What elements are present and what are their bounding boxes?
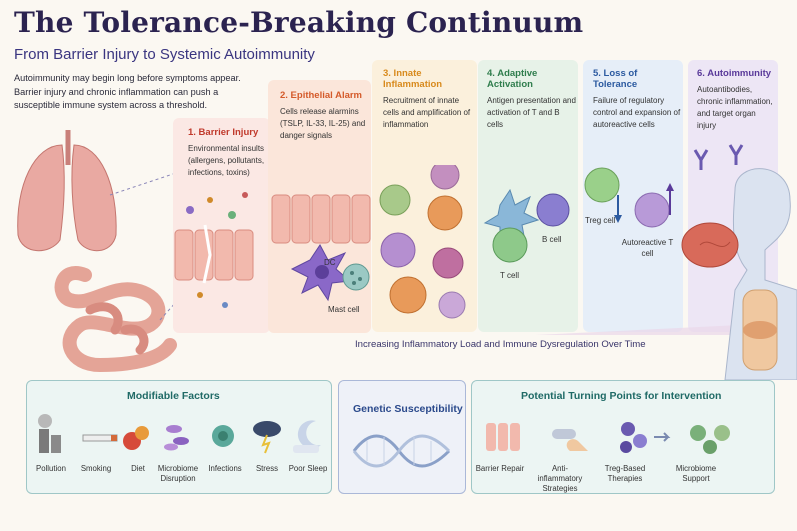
t-cell-label: T cell xyxy=(500,271,519,280)
page-title: The Tolerance-Breaking Continuum xyxy=(14,6,584,39)
antigen-presenting-cell-icon xyxy=(483,188,540,245)
stage-heading: 3. Innate Inflammation xyxy=(383,68,443,90)
stage-4: 4. Adaptive Activation Antigen presentat… xyxy=(487,68,577,131)
stage-heading: 4. Adaptive Activation xyxy=(487,68,538,90)
genetic-susceptibility-title: Genetic Susceptibility xyxy=(353,403,463,415)
b-cell-icon xyxy=(536,193,570,227)
intervention-label: Barrier Repair xyxy=(475,464,525,473)
intro-text: Autoimmunity may begin long before sympt… xyxy=(14,73,241,110)
genetic-susceptibility-box: Genetic Susceptibility xyxy=(338,380,466,494)
autoantibody-icon xyxy=(693,144,744,170)
poor-sleep-icon xyxy=(293,420,321,453)
lungs-icon xyxy=(17,130,117,252)
epithelium-alarm-icon xyxy=(271,194,371,244)
b-cell-label: B cell xyxy=(542,235,562,244)
intervention-label: Anti-inflammatory Strategies xyxy=(537,464,583,493)
factor-label: Diet xyxy=(131,464,145,473)
stage-description: Environmental insults (allergens, pollut… xyxy=(188,144,265,177)
factor-label: Stress xyxy=(255,464,279,473)
innate-cells-icon xyxy=(379,165,466,319)
stage-5: 5. Loss of Tolerance Failure of regulato… xyxy=(593,68,681,131)
autoreactive-t-cell-icon xyxy=(634,192,670,228)
anti-inflammatory-icon xyxy=(552,429,588,451)
treg-cell-label: Treg cell xyxy=(585,216,616,225)
treg-therapy-icon xyxy=(620,422,671,453)
pollution-icon xyxy=(38,414,61,453)
stage-panel-1 xyxy=(173,118,270,333)
stage-heading: 2. Epithelial Alarm xyxy=(280,90,363,101)
intervention-label: Microbiome Support xyxy=(675,464,717,483)
microbiome-icon xyxy=(164,425,189,451)
factor-label: Poor Sleep xyxy=(288,464,328,473)
autoreactive-cell-label: Autoreactive T cell xyxy=(621,238,674,258)
stage-3: 3. Innate Inflammation Recruitment of in… xyxy=(383,68,475,131)
intervention-title: Potential Turning Points for Interventio… xyxy=(521,390,722,402)
stage-description: Autoantibodies, chronic inflammation, an… xyxy=(697,85,773,130)
factor-label: Infections xyxy=(208,464,242,473)
stage-heading: 1. Barrier Injury xyxy=(188,127,259,138)
stage-6: 6. Autoimmunity Autoantibodies, chronic … xyxy=(697,68,777,132)
stage-description: Cells release alarmins (TSLP, IL-33, IL-… xyxy=(280,107,366,140)
stage-heading: 5. Loss of Tolerance xyxy=(593,68,638,90)
stage-1: 1. Barrier Injury Environmental insults … xyxy=(188,127,268,179)
intervention-icons xyxy=(486,422,730,454)
t-cell-icon xyxy=(492,227,528,263)
stress-icon xyxy=(253,421,281,454)
modifiable-icons xyxy=(38,414,321,454)
factor-label: Pollution xyxy=(36,464,66,473)
mast-cell-icon xyxy=(342,263,370,291)
mast-cell-label: Mast cell xyxy=(328,305,360,314)
modifiable-factors-title: Modifiable Factors xyxy=(127,390,220,402)
stage-description: Failure of regulatory control and expans… xyxy=(593,96,681,129)
stage-heading: 6. Autoimmunity xyxy=(697,68,772,79)
progress-wedge xyxy=(535,325,740,335)
stage-2: 2. Epithelial Alarm Cells release alarmi… xyxy=(280,90,368,142)
intervention-label: Treg-Based Therapies xyxy=(604,464,646,483)
treg-cell-icon xyxy=(584,167,620,203)
barrier-repair-icon xyxy=(486,423,520,451)
intervention-box: Potential Turning Points for Interventio… xyxy=(471,380,775,494)
dendritic-cell-icon xyxy=(290,244,352,302)
stage-description: Recruitment of innate cells and amplific… xyxy=(383,96,471,129)
progress-label: Increasing Inflammatory Load and Immune … xyxy=(355,339,646,350)
body-illustration xyxy=(681,144,797,380)
smoking-icon xyxy=(82,434,118,442)
brain-icon xyxy=(681,222,739,268)
diet-icon xyxy=(123,426,149,450)
stage-illustrations xyxy=(174,165,740,335)
intestine-icon xyxy=(54,266,177,373)
page-subtitle: From Barrier Injury to Systemic Autoimmu… xyxy=(14,46,315,63)
infections-icon xyxy=(212,425,234,447)
microbiome-support-icon xyxy=(690,425,730,454)
factor-label: Microbiome Disruption xyxy=(157,464,199,483)
organs-illustration xyxy=(17,130,200,373)
epithelium-icon xyxy=(174,224,254,284)
factor-label: Smoking xyxy=(80,464,112,473)
modifiable-factors-box: Modifiable Factors Pollution Smoking Die… xyxy=(26,380,332,494)
dna-icon xyxy=(352,434,451,468)
stage-description: Antigen presentation and activation of T… xyxy=(487,96,576,129)
dc-label: DC xyxy=(324,258,336,267)
